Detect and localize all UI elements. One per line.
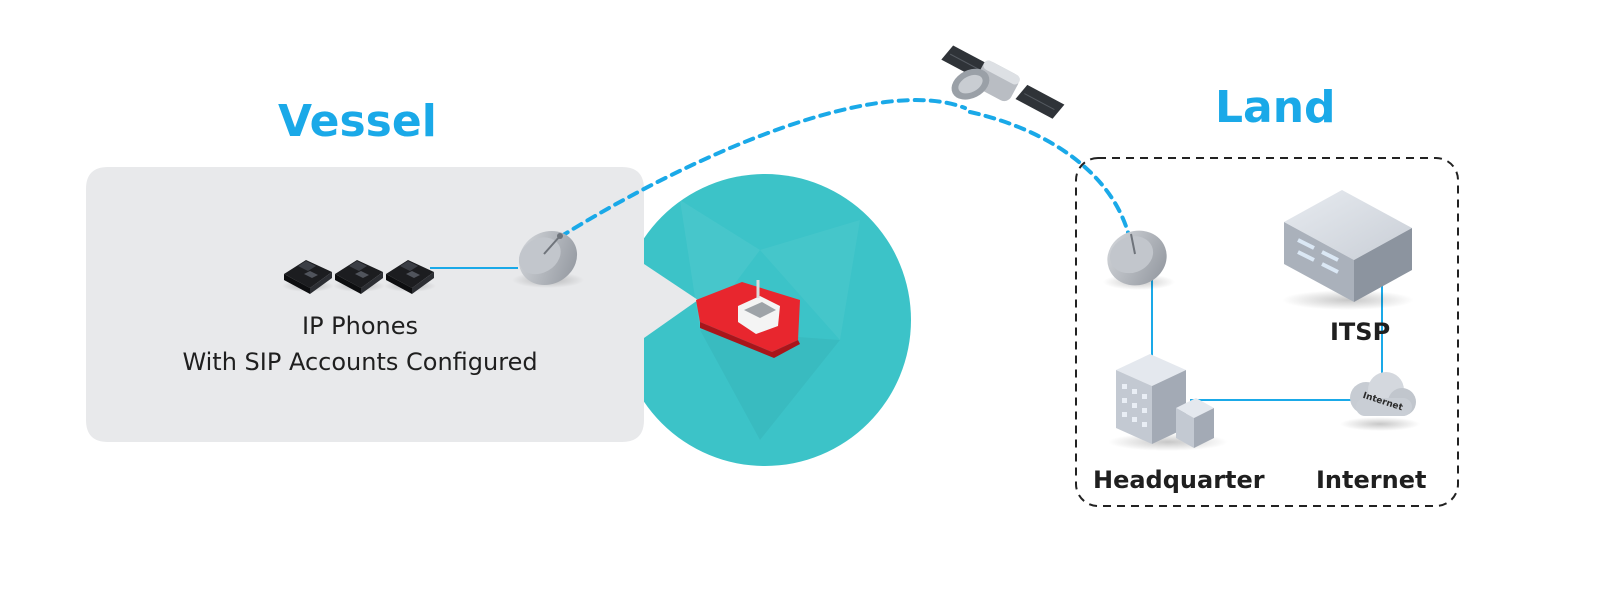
- ip-phones-label: IP Phones With SIP Accounts Configured: [140, 308, 580, 380]
- headquarter-label: Headquarter: [1093, 466, 1265, 494]
- satellite-link-vessel: [558, 98, 967, 239]
- ip-phones-label-line2: With SIP Accounts Configured: [182, 348, 538, 376]
- ip-phone-icon: [282, 260, 334, 294]
- server-icon: [1282, 190, 1414, 310]
- itsp-label: ITSP: [1330, 318, 1391, 346]
- satellite-icon: [941, 45, 1065, 119]
- office-building-icon: [1108, 354, 1228, 451]
- satellite-dish-icon: [512, 230, 584, 288]
- land-area-frame: [1075, 157, 1459, 507]
- ip-phone-icon: [384, 260, 436, 294]
- ip-phone-icon: [333, 260, 385, 294]
- satellite-link-land: [968, 110, 1132, 242]
- land-title: Land: [1215, 82, 1336, 133]
- vessel-title: Vessel: [278, 96, 437, 147]
- ip-phones: [282, 260, 436, 294]
- cloud-icon: Internet: [1340, 372, 1420, 431]
- internet-label: Internet: [1316, 466, 1427, 494]
- satellite-dish-icon: [1103, 230, 1175, 290]
- ship-icon: [696, 280, 800, 358]
- ip-phones-label-line1: IP Phones: [301, 312, 419, 340]
